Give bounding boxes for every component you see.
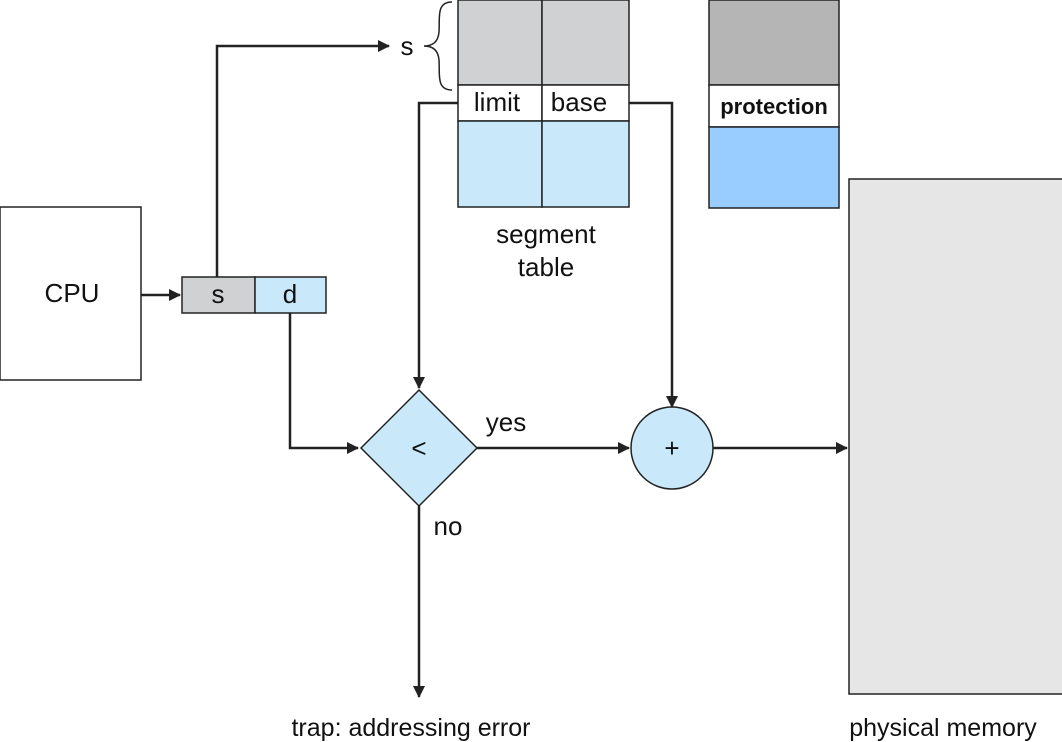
logical-address-offset-label: d (283, 279, 297, 309)
segment-table: limit base (457, 0, 630, 208)
segment-table-base-header: base (551, 87, 607, 117)
logical-address-segment-label: s (212, 279, 225, 309)
offset-to-comparator-arrow (288, 313, 359, 454)
protection-box: protection (708, 0, 840, 209)
physical-memory-block (848, 178, 1062, 695)
segment-number-arrow (215, 40, 390, 277)
segment-table-caption-line1: segment (496, 219, 596, 249)
cpu-box: CPU (0, 206, 142, 381)
segment-table-limit-cell (457, 84, 543, 122)
no-label: no (434, 511, 463, 541)
segment-selector-brace (423, 1, 453, 91)
protection-label: protection (720, 94, 828, 119)
segment-selector-label: s (401, 31, 414, 61)
comparator-symbol: < (411, 433, 426, 463)
segment-table-limit-header: limit (474, 87, 521, 117)
cpu-label: CPU (45, 278, 100, 308)
adder-circle: + (630, 406, 714, 490)
base-to-adder-arrow (629, 101, 678, 408)
logical-address: s d (181, 276, 327, 314)
adder-symbol: + (664, 433, 679, 463)
limit-to-comparator-arrow (413, 101, 458, 389)
segment-table-caption-line2: table (518, 252, 574, 282)
physical-memory-label: physical memory (849, 714, 1037, 742)
trap-label: trap: addressing error (291, 714, 530, 742)
comparator-diamond: < (359, 388, 479, 508)
yes-label: yes (486, 407, 526, 437)
